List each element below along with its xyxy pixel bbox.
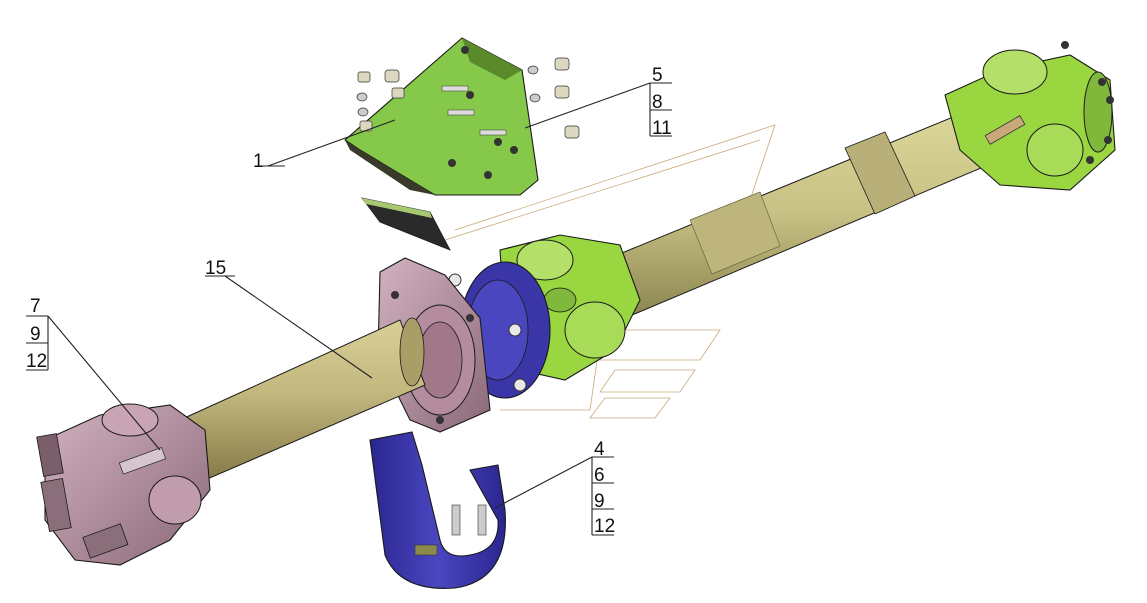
bolt-icon xyxy=(1061,41,1069,49)
left-shaft-tube xyxy=(179,317,426,481)
callout-4: 4 xyxy=(594,439,605,460)
bolt-icon xyxy=(447,109,475,116)
washer-icon xyxy=(527,65,539,75)
callout-9-left: 9 xyxy=(30,324,41,345)
nut-icon xyxy=(564,125,580,139)
u-clamp-bracket xyxy=(369,431,506,589)
washer-icon xyxy=(356,92,368,102)
callout-12-left: 12 xyxy=(26,351,47,372)
callout-1: 1 xyxy=(253,151,264,172)
bolt-icon xyxy=(1086,156,1094,164)
bolt-icon xyxy=(479,129,507,136)
shim-plate xyxy=(361,197,451,251)
callout-labels: 1 5 8 11 15 7 9 12 4 6 9 12 xyxy=(26,65,672,537)
bolt-icon xyxy=(513,378,527,392)
middle-universal-joint xyxy=(499,234,641,381)
right-shaft-tube xyxy=(599,107,1001,319)
mounting-bracket xyxy=(344,37,539,196)
bolt-icon xyxy=(508,323,522,337)
bolt-icon xyxy=(451,504,461,536)
nut-icon xyxy=(554,85,570,99)
bolt-icon xyxy=(1104,136,1112,144)
bolt-icon xyxy=(441,85,469,92)
bolt-icon xyxy=(477,504,487,536)
callout-6: 6 xyxy=(594,465,605,486)
callout-5: 5 xyxy=(652,65,663,86)
bolt-icon xyxy=(1106,96,1114,104)
left-universal-joint xyxy=(36,403,211,566)
nut-icon xyxy=(554,57,570,71)
callout-9-bottom: 9 xyxy=(594,491,605,512)
fasteners-right xyxy=(527,57,580,139)
washer-icon xyxy=(529,93,541,103)
washer-icon xyxy=(357,107,369,117)
leader-lines xyxy=(26,82,672,536)
callout-7: 7 xyxy=(30,296,41,317)
callout-8: 8 xyxy=(652,92,663,113)
nut-icon xyxy=(384,69,400,83)
fasteners-left xyxy=(356,69,405,132)
callout-11: 11 xyxy=(652,118,672,139)
callout-12-bottom: 12 xyxy=(594,516,615,537)
bolt-icon xyxy=(1098,78,1106,86)
callout-15: 15 xyxy=(205,258,226,279)
right-universal-joint xyxy=(944,41,1116,191)
nut-icon xyxy=(357,71,371,83)
nut-icon xyxy=(391,87,405,99)
